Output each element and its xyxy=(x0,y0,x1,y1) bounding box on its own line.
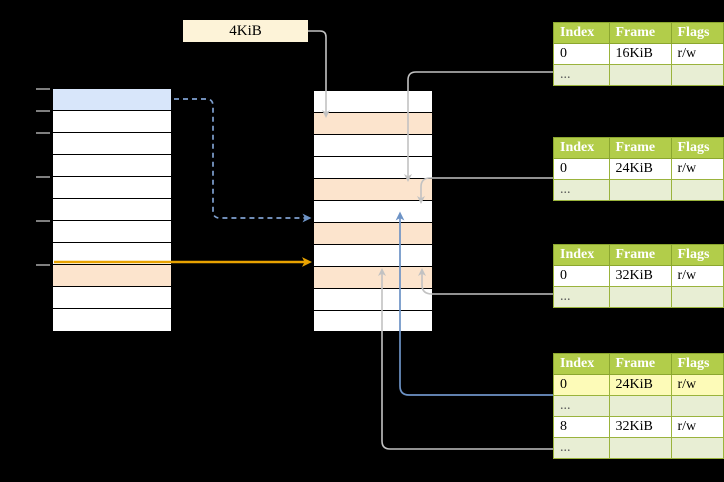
virtual-page-row xyxy=(53,309,171,331)
virtual-page-row xyxy=(53,133,171,155)
cell-index: ... xyxy=(553,437,610,459)
cell-flags xyxy=(670,437,724,459)
physical-frame-row xyxy=(314,223,432,245)
virtual-page-row xyxy=(53,89,171,111)
cell-frame: 16KiB xyxy=(608,43,672,65)
cell-frame xyxy=(608,286,672,308)
column-header-index: Index xyxy=(553,353,610,375)
table-row-ellipsis: ... xyxy=(553,395,724,417)
scale-tick xyxy=(36,110,50,112)
cell-frame: 32KiB xyxy=(608,265,672,287)
table-row-ellipsis: ... xyxy=(553,179,724,201)
physical-frame-row xyxy=(314,311,432,331)
cell-index: ... xyxy=(553,179,610,201)
cell-index: ... xyxy=(553,395,610,417)
scale-tick xyxy=(36,264,50,266)
physical-frame-row xyxy=(314,179,432,201)
cell-index: ... xyxy=(553,286,610,308)
virtual-page-row xyxy=(53,199,171,221)
link-table3-to-frame xyxy=(418,268,553,295)
cell-flags xyxy=(670,286,724,308)
cell-flags xyxy=(670,395,724,417)
cell-frame xyxy=(608,395,672,417)
virtual-page-row xyxy=(53,243,171,265)
page-table-level-2: Index Frame Flags 0 24KiB r/w ... xyxy=(553,137,724,201)
cell-frame: 32KiB xyxy=(608,416,672,438)
virtual-page-row xyxy=(53,177,171,199)
table-header-row: Index Frame Flags xyxy=(553,22,724,44)
column-header-frame: Frame xyxy=(608,22,672,44)
cell-flags xyxy=(670,179,724,201)
column-header-index: Index xyxy=(553,244,610,266)
cell-index: 0 xyxy=(553,158,610,180)
table-row[interactable]: 0 24KiB r/w xyxy=(553,158,724,180)
cell-index: ... xyxy=(553,64,610,86)
column-header-index: Index xyxy=(553,22,610,44)
scale-tick xyxy=(36,176,50,178)
table-header-row: Index Frame Flags xyxy=(553,353,724,375)
virtual-page-row xyxy=(53,221,171,243)
cell-flags: r/w xyxy=(670,374,724,396)
virtual-page-row xyxy=(53,155,171,177)
page-table-level-1: Index Frame Flags 0 16KiB r/w ... xyxy=(553,22,724,86)
column-header-flags: Flags xyxy=(670,137,724,159)
cell-index: 0 xyxy=(553,43,610,65)
cell-index: 0 xyxy=(553,374,610,396)
table-header-row: Index Frame Flags xyxy=(553,137,724,159)
scale-tick xyxy=(36,132,50,134)
page-table-level-3: Index Frame Flags 0 32KiB r/w ... xyxy=(553,244,724,308)
column-header-frame: Frame xyxy=(608,244,672,266)
table-row-ellipsis: ... xyxy=(553,286,724,308)
page-table-level-4: Index Frame Flags 0 24KiB r/w ... 8 32Ki… xyxy=(553,353,724,459)
column-header-flags: Flags xyxy=(670,244,724,266)
cell-frame xyxy=(608,437,672,459)
scale-tick xyxy=(36,88,50,90)
link-virtual-to-frame-dashed xyxy=(174,98,312,223)
virtual-page-row xyxy=(53,265,171,287)
physical-frame-row xyxy=(314,91,432,113)
cell-flags: r/w xyxy=(670,158,724,180)
table-row[interactable]: 0 16KiB r/w xyxy=(553,43,724,65)
column-header-flags: Flags xyxy=(670,22,724,44)
physical-memory-column xyxy=(313,90,433,331)
page-size-label: 4KiB xyxy=(183,20,308,42)
table-header-row: Index Frame Flags xyxy=(553,244,724,266)
cell-index: 8 xyxy=(553,416,610,438)
physical-frame-row xyxy=(314,245,432,267)
table-row-ellipsis: ... xyxy=(553,437,724,459)
virtual-page-row xyxy=(53,287,171,309)
cell-frame: 24KiB xyxy=(608,374,672,396)
table-row[interactable]: 0 32KiB r/w xyxy=(553,265,724,287)
cell-flags: r/w xyxy=(670,416,724,438)
column-header-index: Index xyxy=(553,137,610,159)
cell-index: 0 xyxy=(553,265,610,287)
physical-frame-row xyxy=(314,289,432,311)
scale-tick xyxy=(36,220,50,222)
cell-frame xyxy=(608,179,672,201)
column-header-flags: Flags xyxy=(670,353,724,375)
cell-frame: 24KiB xyxy=(608,158,672,180)
physical-frame-row xyxy=(314,135,432,157)
table-row-ellipsis: ... xyxy=(553,64,724,86)
virtual-address-space-column xyxy=(52,88,172,331)
table-row-highlighted[interactable]: 0 24KiB r/w xyxy=(553,374,724,396)
physical-frame-row xyxy=(314,113,432,135)
virtual-page-row xyxy=(53,111,171,133)
table-row[interactable]: 8 32KiB r/w xyxy=(553,416,724,438)
column-header-frame: Frame xyxy=(608,353,672,375)
physical-frame-row xyxy=(314,157,432,179)
column-header-frame: Frame xyxy=(608,137,672,159)
physical-frame-row xyxy=(314,267,432,289)
cell-flags xyxy=(670,64,724,86)
link-table2-to-frame xyxy=(417,177,553,204)
cell-flags: r/w xyxy=(670,43,724,65)
physical-frame-row xyxy=(314,201,432,223)
cell-flags: r/w xyxy=(670,265,724,287)
cell-frame xyxy=(608,64,672,86)
